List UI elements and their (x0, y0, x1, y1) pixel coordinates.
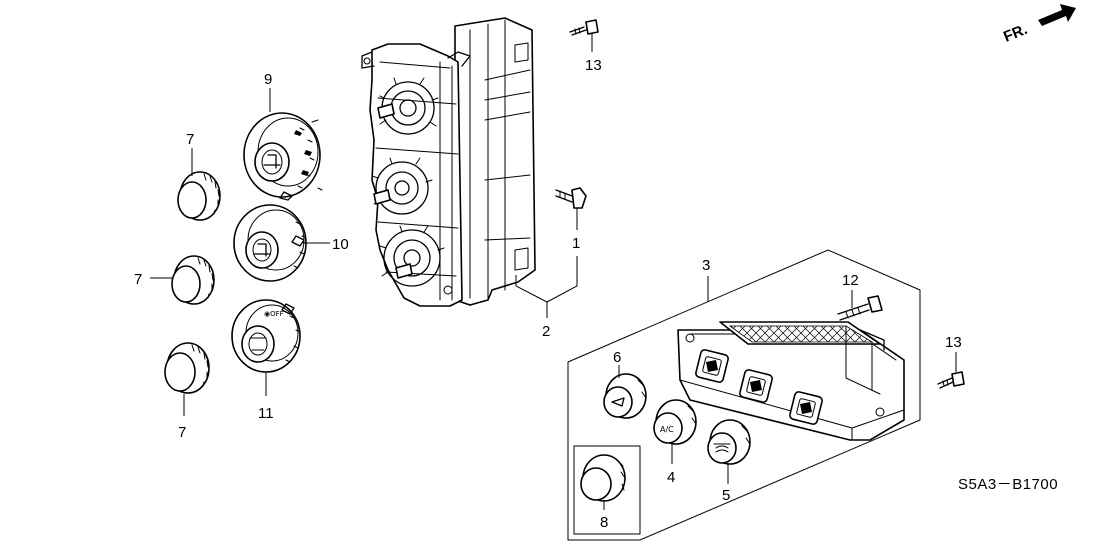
off-mark-icon: ◉OFF (264, 310, 284, 318)
callout-7-upper: 7 (186, 131, 194, 148)
recirculation-icon (611, 397, 625, 407)
button-4-ac: A/C (653, 399, 697, 445)
switch-assembly-outline (567, 249, 921, 541)
callout-7-middle: 7 (134, 271, 142, 288)
knob-7-middle (171, 255, 215, 305)
switch-housing (677, 321, 905, 441)
callout-12: 12 (842, 272, 859, 289)
button-5-defrost (707, 419, 751, 465)
front-direction-indicator: FR. (1001, 4, 1076, 46)
screw-13-upper (569, 19, 599, 36)
callout-7-lower: 7 (178, 424, 186, 441)
callout-2: 2 (542, 323, 550, 340)
callout-13-right: 13 (945, 334, 962, 351)
callout-9: 9 (264, 71, 272, 88)
callout-5: 5 (722, 487, 730, 504)
knob-7-lower (164, 342, 210, 394)
screw-13-right (937, 371, 965, 389)
dial-11: ◉OFF (231, 299, 301, 373)
callout-4: 4 (667, 469, 675, 486)
front-label: FR. (1001, 21, 1030, 46)
button-6 (603, 373, 647, 419)
button-8 (580, 454, 626, 502)
heater-control-unit (361, 17, 536, 307)
knob-7-upper (177, 171, 221, 221)
diagram-code: S5A3－B1700 (958, 476, 1058, 493)
callout-13-upper: 13 (585, 57, 602, 74)
callout-11: 11 (258, 405, 274, 422)
dial-10 (233, 204, 307, 282)
front-arrow-icon (1038, 4, 1076, 26)
rear-defrost-icon (713, 443, 731, 453)
ac-label: A/C (660, 425, 674, 434)
callout-10: 10 (332, 236, 349, 253)
callout-8: 8 (600, 514, 608, 531)
callout-3: 3 (702, 257, 710, 274)
part-8-outline (573, 445, 641, 535)
callout-1: 1 (572, 235, 580, 252)
callout-6: 6 (613, 349, 621, 366)
screw-12 (837, 295, 883, 321)
dial-9 (243, 112, 323, 201)
screw-1 (555, 187, 587, 209)
